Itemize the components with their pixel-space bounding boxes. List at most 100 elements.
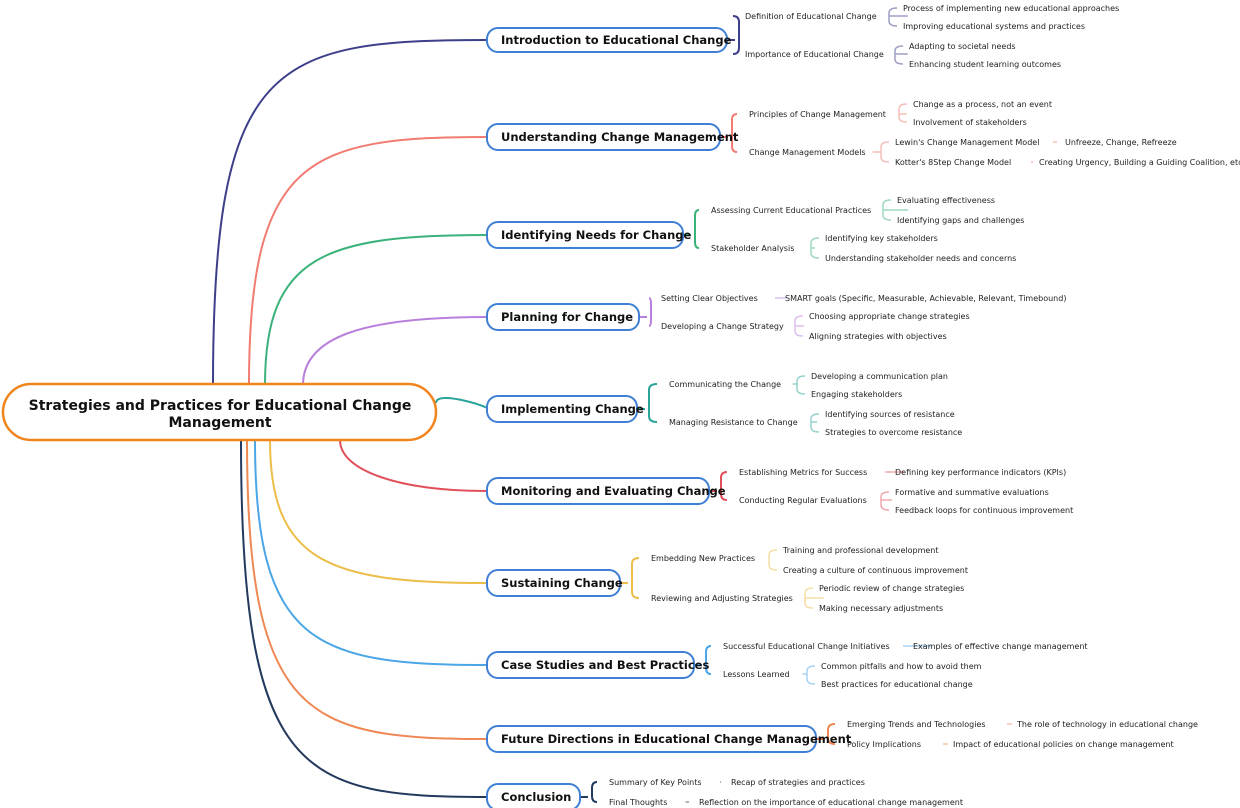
leaf-best-practices-for-educational-change[interactable]: Best practices for educational change [821,680,973,689]
central-topic-title-line1: Strategies and Practices for Educational… [29,398,412,414]
leaf-making-necessary-adjustments[interactable]: Making necessary adjustments [819,604,943,613]
topic-box[interactable] [486,651,695,679]
subtopic-emerging-trends-and-technologies[interactable]: Emerging Trends and Technologies [847,720,986,729]
leaf-common-pitfalls-and-how-to-avoid-them[interactable]: Common pitfalls and how to avoid them [821,662,982,671]
topic-introduction-to-educational-change[interactable]: Introduction to Educational Change [486,27,732,53]
subtopic-final-thoughts[interactable]: Final Thoughts [609,798,667,807]
leaf-developing-a-communication-plan[interactable]: Developing a communication plan [811,372,948,381]
branch-line-understanding-change-management [248,136,488,386]
subtopic-lessons-learned[interactable]: Lessons Learned [723,670,790,679]
leaf-creating-a-culture-of-continuous-improve[interactable]: Creating a culture of continuous improve… [783,566,968,575]
leaf-feedback-loops-for-continuous-improvemen[interactable]: Feedback loops for continuous improvemen… [895,506,1073,515]
topic-box[interactable] [486,395,638,423]
leaf-training-and-professional-development[interactable]: Training and professional development [782,546,939,555]
bracket-introduction-to-educational-change [727,15,740,55]
subtopic-successful-educational-change-initiatives[interactable]: Successful Educational Change Initiative… [723,642,890,651]
leaf-choosing-appropriate-change-strategies[interactable]: Choosing appropriate change strategies [809,312,970,321]
leaf-aligning-strategies-with-objectives[interactable]: Aligning strategies with objectives [809,332,947,341]
leaf-detail-creating-urgency-building-a-guiding-coal[interactable]: Creating Urgency, Building a Guiding Coa… [1039,158,1240,167]
leaf-kotter-s-8step-change-model[interactable]: Kotter's 8Step Change Model [895,158,1011,167]
leaf-strategies-to-overcome-resistance[interactable]: Strategies to overcome resistance [825,428,962,437]
subtopic-principles-of-change-management[interactable]: Principles of Change Management [749,110,886,119]
subtopic-stakeholder-analysis[interactable]: Stakeholder Analysis [711,244,794,253]
topic-box[interactable] [486,27,728,53]
topic-box[interactable] [486,783,581,808]
branch-line-identifying-needs-for-change [264,234,488,386]
subtopic-reviewing-and-adjusting-strategies[interactable]: Reviewing and Adjusting Strategies [651,594,793,603]
leaf-engaging-stakeholders[interactable]: Engaging stakeholders [811,390,902,399]
central-topic-box[interactable] [1,382,438,442]
topic-sustaining-change[interactable]: Sustaining Change [486,569,623,597]
leaf-examples-of-effective-change-management[interactable]: Examples of effective change management [913,642,1088,651]
branch-line-conclusion [240,439,488,798]
leaf-the-role-of-technology-in-educational-ch[interactable]: The role of technology in educational ch… [1016,720,1198,729]
topic-label: Monitoring and Evaluating Change [501,484,726,498]
leaf-defining-key-performance-indicators-kpis[interactable]: Defining key performance indicators (KPI… [895,468,1066,477]
leaf-reflection-on-the-importance-of-educatio[interactable]: Reflection on the importance of educatio… [699,798,963,807]
bracket-monitoring-and-evaluating-change [709,471,728,501]
bracket-implementing-change [637,383,658,423]
leaf-bracket [894,45,908,65]
topic-label: Understanding Change Management [501,130,739,144]
leaf-bracket [898,103,908,123]
topic-box[interactable] [486,725,817,753]
central-topic[interactable]: Strategies and Practices for Educational… [1,382,438,442]
leaf-formative-and-summative-evaluations[interactable]: Formative and summative evaluations [895,488,1049,497]
bracket-future-directions-in-educational-change-management [816,723,836,745]
leaf-change-as-a-process-not-an-event[interactable]: Change as a process, not an event [913,100,1052,109]
subtopic-establishing-metrics-for-success[interactable]: Establishing Metrics for Success [739,468,867,477]
leaf-improving-educational-systems-and-practi[interactable]: Improving educational systems and practi… [903,22,1085,31]
subtopic-developing-a-change-strategy[interactable]: Developing a Change Strategy [661,322,784,331]
subtopic-importance-of-educational-change[interactable]: Importance of Educational Change [745,50,884,59]
leaf-identifying-key-stakeholders[interactable]: Identifying key stakeholders [825,234,938,243]
subtopic-assessing-current-educational-practices[interactable]: Assessing Current Educational Practices [711,206,871,215]
topic-box[interactable] [486,569,621,597]
subtopic-embedding-new-practices[interactable]: Embedding New Practices [651,554,755,563]
leaf-bracket [872,141,890,163]
subtopic-conducting-regular-evaluations[interactable]: Conducting Regular Evaluations [739,496,867,505]
topic-box[interactable] [486,303,640,331]
leaf-lewin-s-change-management-model[interactable]: Lewin's Change Management Model [895,138,1039,147]
bracket-conclusion [580,781,598,803]
topic-implementing-change[interactable]: Implementing Change [486,395,644,423]
leaf-process-of-implementing-new-educational-[interactable]: Process of implementing new educational … [903,4,1119,13]
leaf-evaluating-effectiveness[interactable]: Evaluating effectiveness [897,196,995,205]
bracket-sustaining-change [620,557,640,599]
bracket-case-studies-and-best-practices [694,645,712,675]
subtopic-summary-of-key-points[interactable]: Summary of Key Points [609,778,702,787]
subtopic-managing-resistance-to-change[interactable]: Managing Resistance to Change [669,418,798,427]
topic-box[interactable] [486,221,684,249]
leaf-enhancing-student-learning-outcomes[interactable]: Enhancing student learning outcomes [909,60,1061,69]
topic-future-directions-in-educational-change-management[interactable]: Future Directions in Educational Change … [486,725,852,753]
subtopic-change-management-models[interactable]: Change Management Models [749,148,866,157]
bracket-identifying-needs-for-change [683,209,700,249]
topic-box[interactable] [486,477,710,505]
leaf-adapting-to-societal-needs[interactable]: Adapting to societal needs [909,42,1016,51]
branch-line-introduction-to-educational-change [212,39,488,386]
leaf-identifying-sources-of-resistance[interactable]: Identifying sources of resistance [825,410,955,419]
leaf-smart-goals-specific-measurable-achievab[interactable]: SMART goals (Specific, Measurable, Achie… [785,294,1066,303]
topic-case-studies-and-best-practices[interactable]: Case Studies and Best Practices [486,651,709,679]
topic-monitoring-and-evaluating-change[interactable]: Monitoring and Evaluating Change [486,477,726,505]
topic-planning-for-change[interactable]: Planning for Change [486,303,640,331]
subtopic-definition-of-educational-change[interactable]: Definition of Educational Change [745,12,877,21]
subtopic-policy-implications[interactable]: Policy Implications [847,740,921,749]
subtopic-communicating-the-change[interactable]: Communicating the Change [669,380,781,389]
leaf-understanding-stakeholder-needs-and-conc[interactable]: Understanding stakeholder needs and conc… [825,254,1016,263]
branch-lines [212,7,1057,803]
leaf-recap-of-strategies-and-practices[interactable]: Recap of strategies and practices [731,778,865,787]
subtopic-setting-clear-objectives[interactable]: Setting Clear Objectives [661,294,758,303]
topic-understanding-change-management[interactable]: Understanding Change Management [486,123,739,151]
leaf-bracket [880,491,892,511]
leaf-identifying-gaps-and-challenges[interactable]: Identifying gaps and challenges [897,216,1024,225]
leaf-periodic-review-of-change-strategies[interactable]: Periodic review of change strategies [819,584,964,593]
leaf-detail-unfreeze-change-refreeze[interactable]: Unfreeze, Change, Refreeze [1065,138,1177,147]
topic-conclusion[interactable]: Conclusion [486,783,581,808]
leaf-bracket [794,315,805,337]
topic-identifying-needs-for-change[interactable]: Identifying Needs for Change [486,221,691,249]
bracket-understanding-change-management [720,113,738,153]
leaf-impact-of-educational-policies-on-change[interactable]: Impact of educational policies on change… [953,740,1174,749]
leaf-involvement-of-stakeholders[interactable]: Involvement of stakeholders [913,118,1027,127]
central-topic-title-line2: Management [168,415,271,431]
topic-box[interactable] [486,123,721,151]
